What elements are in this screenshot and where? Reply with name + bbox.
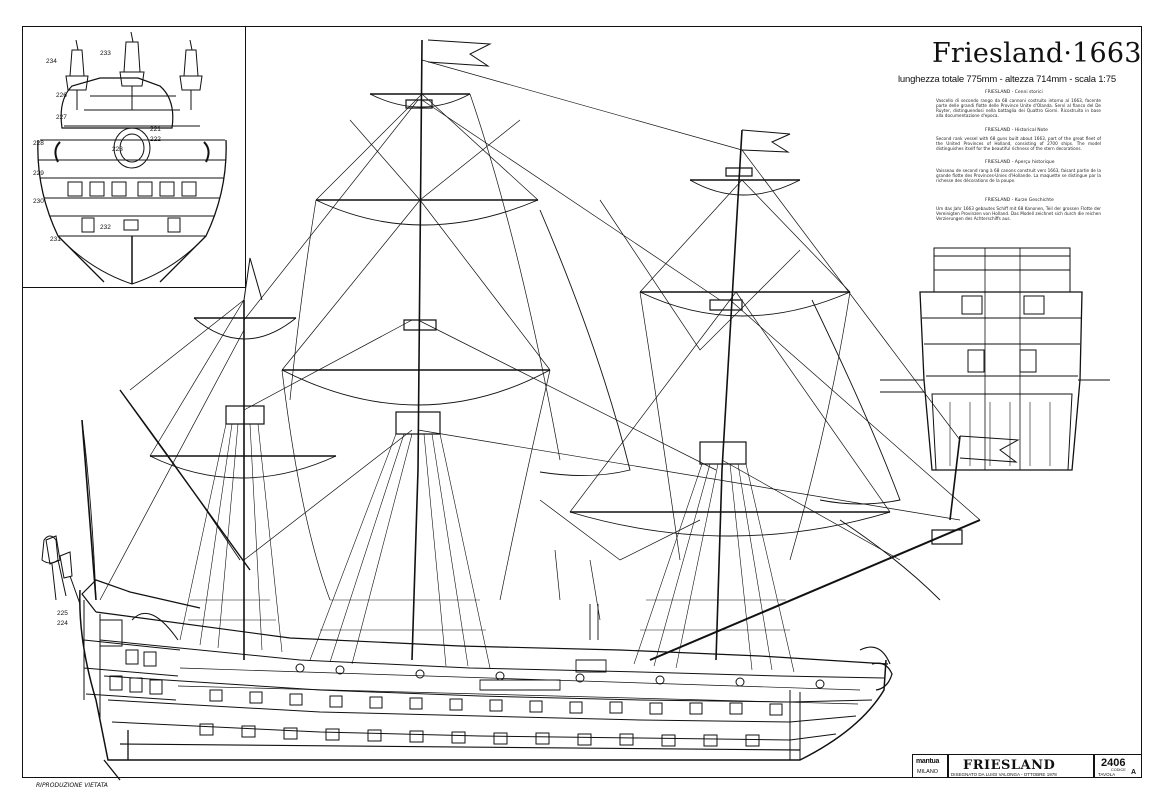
sails [81, 93, 941, 601]
callout-label: 222 [150, 136, 161, 143]
plate-number: 2406 [1101, 757, 1126, 769]
callout-label: 225 [57, 610, 68, 617]
stern-view-inset [22, 26, 246, 288]
desc-heading-fr: FRIESLAND - Aperçu historique [985, 160, 1055, 165]
bow-figurehead [789, 662, 893, 760]
main-mast [411, 39, 423, 661]
codice-label: CODICE [1111, 768, 1126, 772]
tavola-label: TAVOLA [1098, 772, 1116, 777]
hull-profile [79, 579, 891, 761]
desc-body-it: Vascello di secondo rango da 68 cannoni … [936, 98, 1101, 118]
callout-label: 230 [33, 198, 44, 205]
callout-label: 229 [33, 170, 44, 177]
callout-label: 228 [33, 140, 44, 147]
drawing-frame [22, 26, 1142, 778]
flags [243, 39, 1020, 463]
callout-label: 223 [112, 146, 123, 153]
callout-label: 231 [50, 236, 61, 243]
deck-fittings [479, 604, 607, 691]
midship-section [880, 247, 1110, 471]
drawn-by: DISEGNATO DA LUIGI VALONGA - OTTOBRE 197… [951, 772, 1057, 777]
stern-lanterns [41, 535, 59, 564]
desc-heading-it: FRIESLAND - Cenni storici [985, 90, 1043, 95]
callout-label: 226 [56, 92, 67, 99]
masts [81, 39, 981, 661]
mast-tops [225, 99, 963, 545]
desc-heading-de: FRIESLAND - Kurze Geschichte [985, 198, 1054, 203]
drawing-title: Friesland·1663 [932, 38, 1142, 69]
callout-label: 233 [100, 50, 111, 57]
plate-number-box: 2406 CODICE TAVOLA A [1094, 754, 1142, 778]
desc-body-en: Second rank vessel with 68 guns built ab… [936, 136, 1101, 151]
bowsprit [649, 519, 981, 661]
ship-name: FRIESLAND [963, 758, 1056, 773]
brand-city: MILANO [917, 769, 939, 775]
yards [119, 93, 890, 571]
reproduction-notice: RIPRODUZIONE VIETATA [36, 782, 108, 789]
stern-castle [45, 535, 181, 781]
desc-body-fr: Vaisseau de second rang à 68 canons cons… [936, 168, 1101, 183]
brand-logo: mantua [916, 758, 940, 765]
rigging [99, 59, 981, 621]
ship-name-box: FRIESLAND DISEGNATO DA LUIGI VALONGA - O… [948, 754, 1094, 778]
callout-label: 234 [46, 58, 57, 65]
stern-elevation [37, 31, 227, 285]
bowsprit-topmast [949, 435, 961, 521]
sheet-letter: A [1131, 769, 1137, 776]
callout-label: 232 [100, 224, 111, 231]
gunports [199, 663, 825, 747]
callout-label: 221 [150, 126, 161, 133]
desc-body-de: Um das Jahr 1663 gebautes Schiff mit 68 … [936, 206, 1101, 221]
callout-label: 227 [56, 114, 67, 121]
fore-mast [715, 129, 743, 661]
drawing-dimensions: lunghezza totale 775mm - altezza 714mm -… [898, 74, 1116, 85]
shrouds [179, 423, 795, 673]
desc-heading-en: FRIESLAND - Historical Note [985, 128, 1048, 133]
callout-label: 224 [57, 620, 68, 627]
brand-logo-box: mantua MILANO [912, 754, 948, 778]
